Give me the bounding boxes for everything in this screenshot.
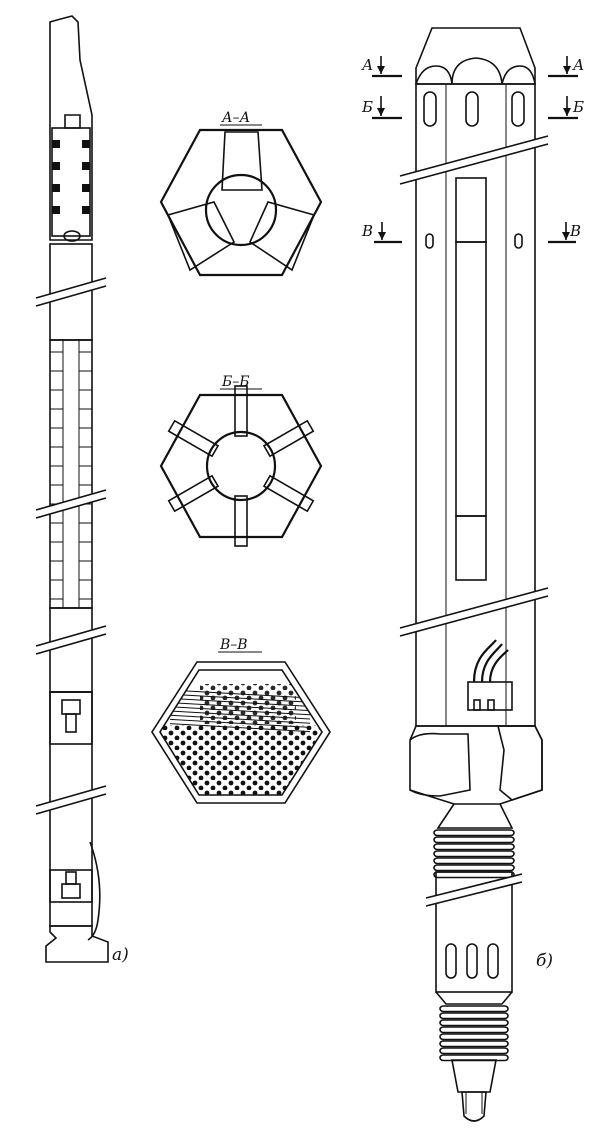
section-vv-title: В–В	[219, 637, 248, 653]
column-rungs	[50, 351, 92, 600]
vent-slots-bottom	[445, 943, 499, 979]
mark-b-right: Б	[572, 98, 584, 116]
tip	[451, 1059, 497, 1093]
mark-a-right: А	[572, 56, 584, 74]
figure-label-right: б)	[536, 951, 553, 971]
right-assembly: б)	[399, 27, 553, 1122]
break-lines-right	[399, 135, 549, 907]
mark-v-left: В	[361, 222, 373, 240]
section-bb-slots	[167, 385, 315, 547]
mark-a-left: А	[361, 56, 373, 74]
section-aa-title: А–А	[221, 110, 250, 126]
figure-label-left: а)	[112, 945, 129, 965]
mark-v-right: В	[569, 222, 581, 240]
section-vv-outer	[151, 661, 331, 804]
threaded-section-lower	[439, 1005, 509, 1062]
plug-lower	[49, 607, 93, 693]
vent-slots-top	[423, 91, 525, 127]
section-aa: А–А	[159, 110, 323, 277]
fuel-element-top-plug	[455, 177, 487, 243]
threaded-section-upper	[433, 829, 515, 879]
section-vv: В–В	[151, 637, 331, 804]
section-bb-bore	[205, 430, 277, 502]
bottom-foot	[45, 925, 109, 963]
hex-nut	[409, 725, 543, 805]
left-assembly: а)	[35, 15, 129, 965]
lower-shaft	[435, 871, 513, 993]
section-markers: А А Б Б В В	[361, 56, 584, 244]
main-housing	[415, 83, 536, 727]
fuel-element-core	[455, 241, 487, 517]
fuel-element-bottom-plug	[455, 515, 487, 581]
break-lines-left	[35, 277, 107, 815]
section-bb: Б–Б	[159, 374, 323, 547]
section-aa-bore	[204, 173, 278, 247]
fuel-column	[49, 339, 93, 609]
top-cap	[415, 27, 536, 85]
spring-coils	[52, 140, 90, 214]
section-aa-hexagon	[159, 128, 323, 277]
section-bb-hexagon	[159, 393, 323, 539]
top-head	[49, 15, 93, 241]
mark-b-left: Б	[361, 98, 373, 116]
spring-chamber	[51, 127, 91, 237]
